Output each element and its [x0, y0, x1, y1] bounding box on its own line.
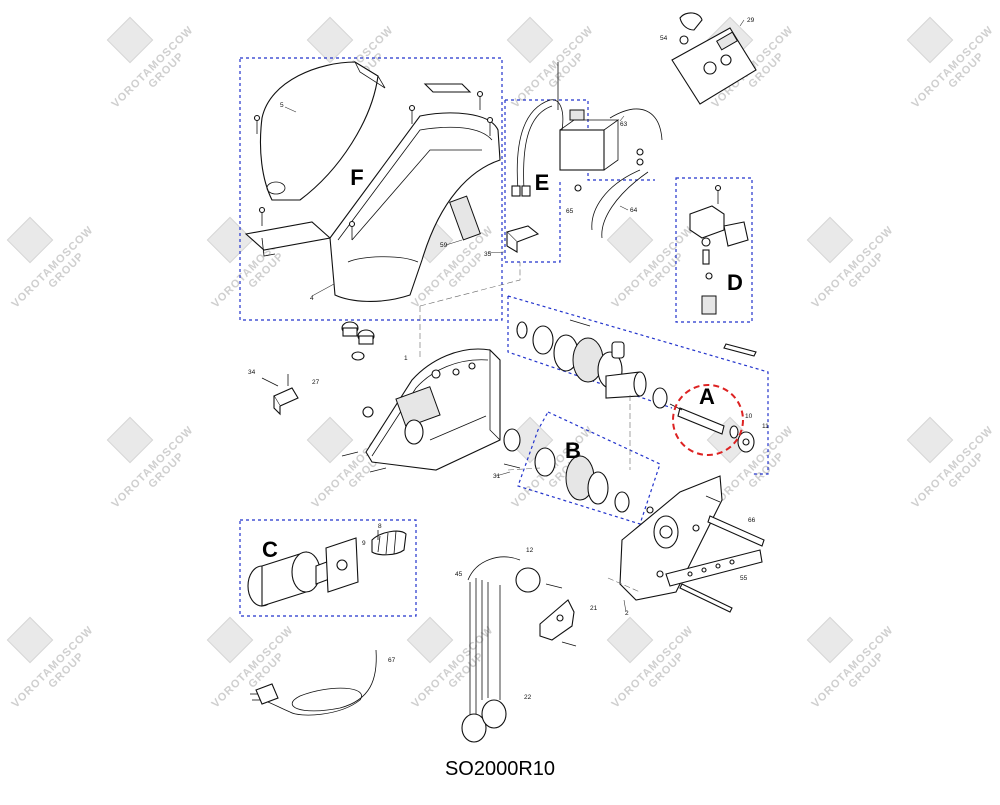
- part-number-11: 11: [762, 423, 769, 430]
- part-number-2: 2: [625, 610, 629, 617]
- group-c: [239, 519, 417, 617]
- part-number-59: 59: [440, 242, 448, 249]
- group-letter-d: D: [727, 270, 743, 295]
- part-number-66: 66: [748, 517, 756, 524]
- part-number-8: 8: [378, 523, 382, 530]
- part-number-9: 9: [362, 540, 366, 547]
- model-title: SO2000R10: [444, 758, 556, 780]
- part-number-65: 65: [566, 208, 574, 215]
- group-letter-a: A: [699, 384, 715, 409]
- group-a: [507, 295, 769, 475]
- group-letter-b: B: [565, 438, 581, 463]
- part-number-21: 21: [590, 605, 598, 612]
- part-number-29: 29: [747, 17, 755, 24]
- part-number-55: 55: [740, 575, 748, 582]
- power-cable: [250, 649, 377, 716]
- part-number-31: 31: [493, 473, 501, 480]
- remote-control: [671, 12, 757, 105]
- group-letter-c: C: [262, 537, 278, 562]
- group-b: [495, 411, 661, 525]
- part-number-22: 22: [524, 694, 532, 701]
- part-number-63: 63: [620, 121, 628, 128]
- part-number-1: 1: [404, 355, 408, 362]
- part-number-35: 35: [484, 251, 492, 258]
- part-number-5: 5: [280, 102, 284, 109]
- group-e: [487, 62, 663, 263]
- part-number-45: 45: [455, 571, 463, 578]
- gearbox-body: [261, 321, 501, 473]
- group-letters: A B C D E F: [262, 165, 743, 562]
- group-letter-e: E: [535, 170, 550, 195]
- part-numbers: 1245891011122122272931343545545559636465…: [248, 17, 769, 701]
- part-number-34: 34: [248, 369, 256, 376]
- part-number-64: 64: [630, 207, 638, 214]
- part-number-67: 67: [388, 657, 396, 664]
- group-d: [675, 177, 753, 323]
- group-letter-f: F: [350, 165, 363, 190]
- group-f: [239, 57, 503, 321]
- part-number-10: 10: [745, 413, 753, 420]
- belt-chain: [461, 556, 577, 743]
- guide-lines: [419, 262, 641, 593]
- part-number-54: 54: [660, 35, 668, 42]
- part-number-4: 4: [310, 295, 314, 302]
- part-number-27: 27: [312, 379, 320, 386]
- part-number-12: 12: [526, 547, 534, 554]
- drive-bracket: [619, 475, 765, 613]
